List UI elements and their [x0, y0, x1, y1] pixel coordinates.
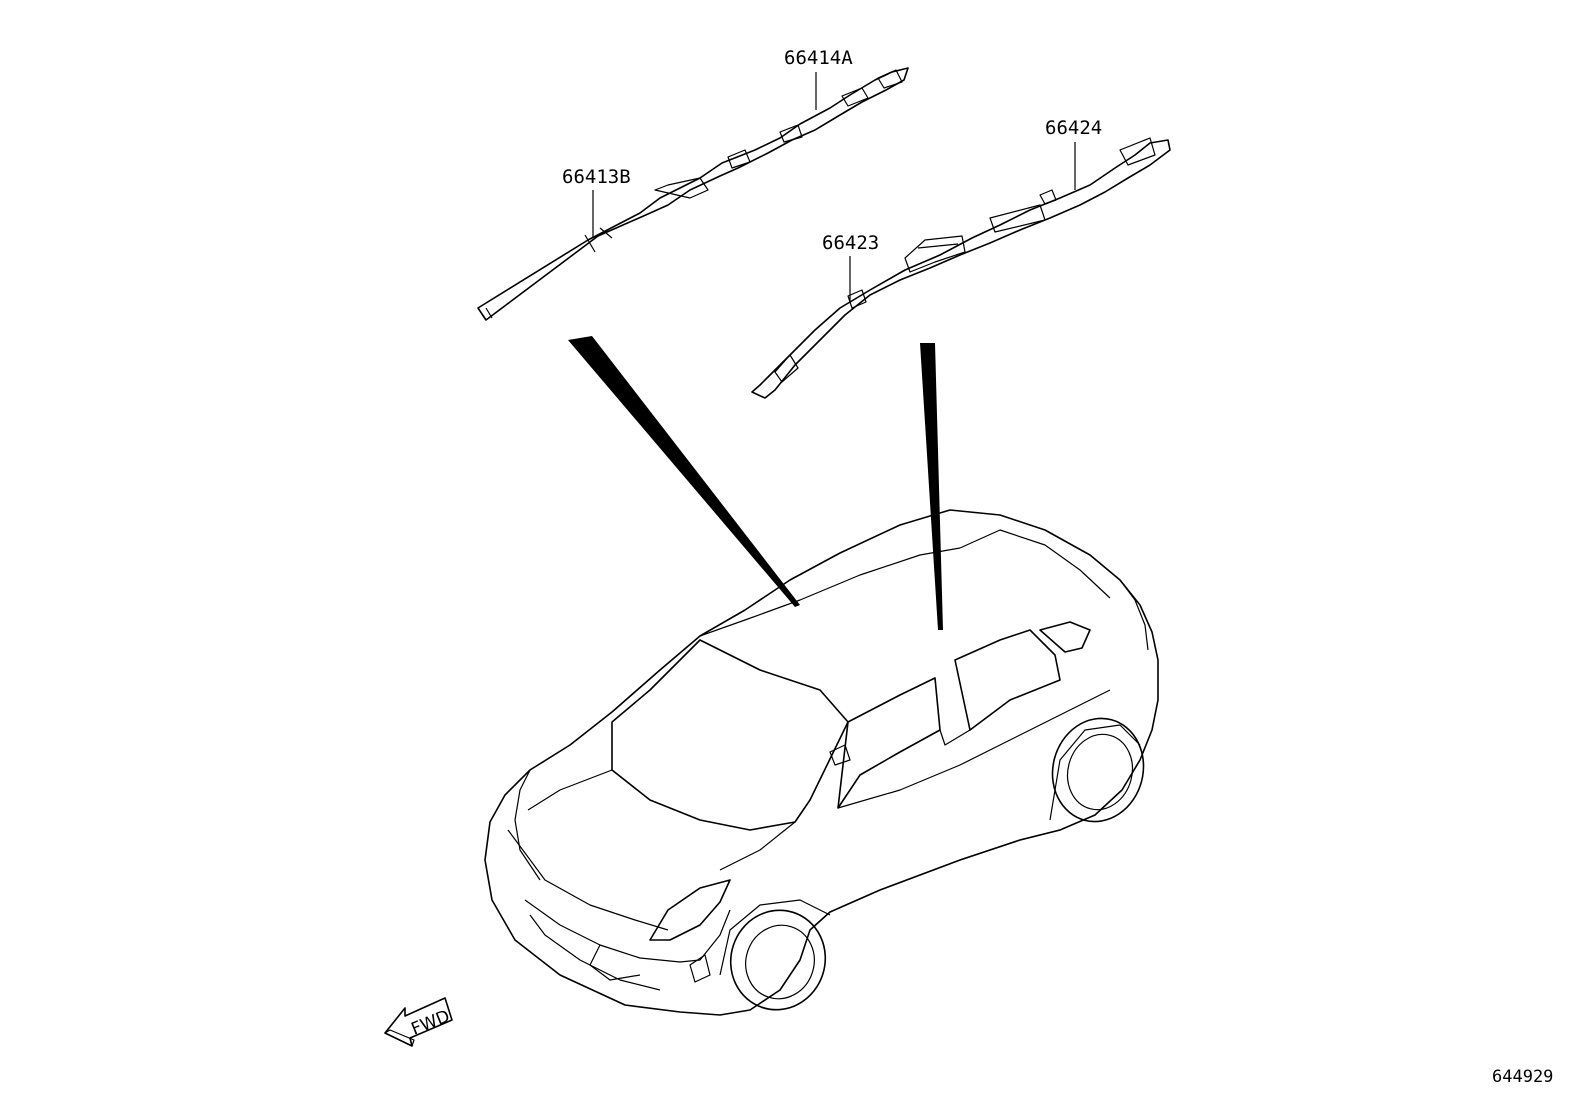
leader-lines — [592, 72, 1076, 301]
pointer-right — [920, 343, 943, 630]
label-66413b: 66413B — [562, 166, 631, 188]
label-66424: 66424 — [1045, 117, 1102, 139]
left-curtain-airbag — [477, 67, 909, 321]
label-66414a: 66414A — [784, 47, 853, 69]
figure-reference: 644929 — [1492, 1067, 1553, 1087]
label-66423: 66423 — [822, 232, 879, 254]
pointer-left — [568, 336, 800, 607]
right-curtain-bracket — [751, 137, 1171, 399]
vehicle-outline — [484, 509, 1159, 1016]
fwd-arrow-icon: FWD — [384, 997, 453, 1047]
